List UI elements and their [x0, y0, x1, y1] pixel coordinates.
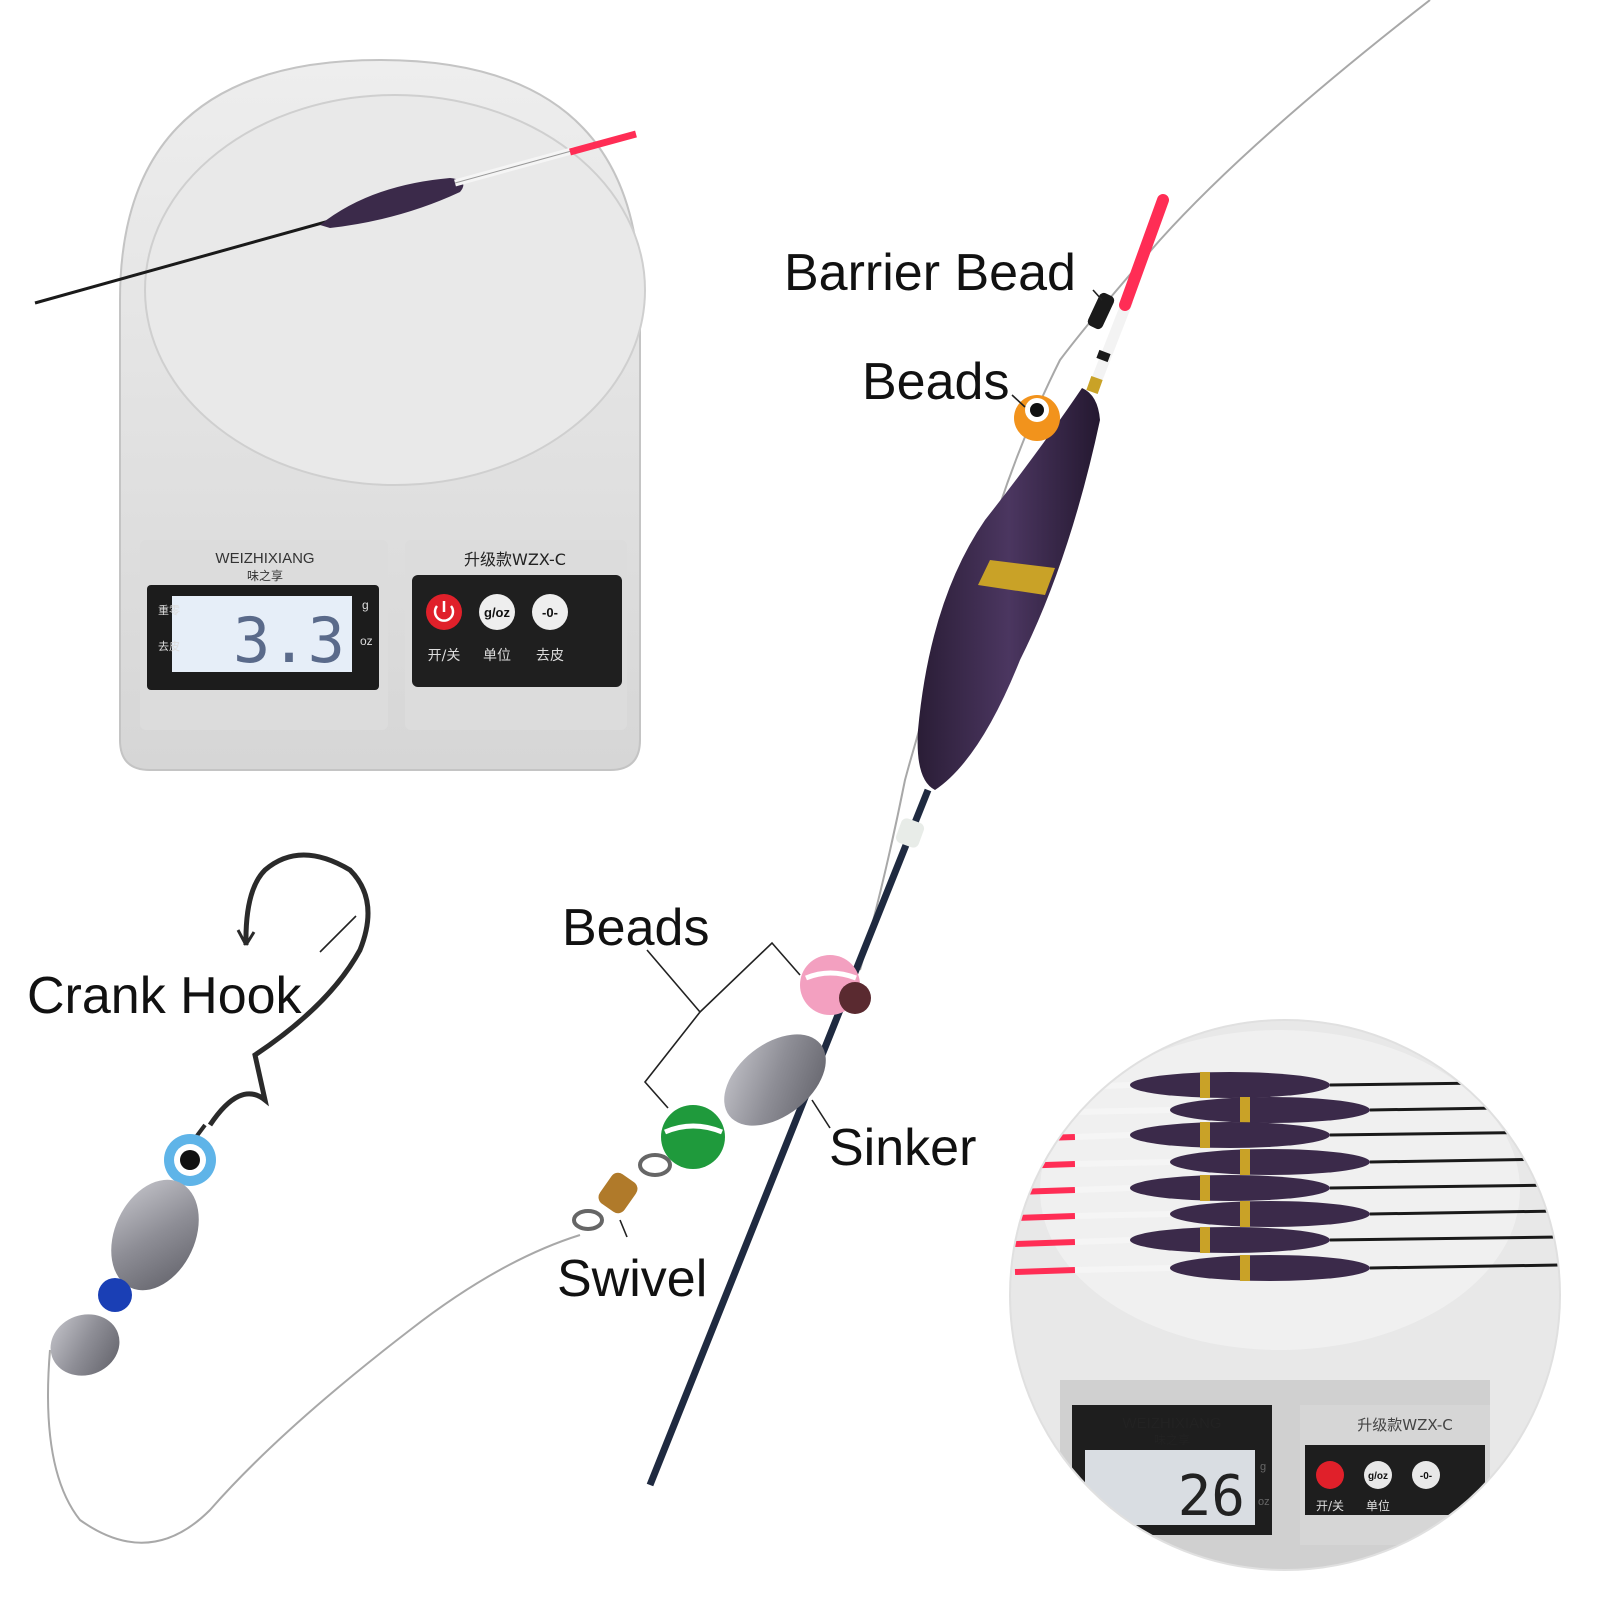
scale-reading: 3.3 [233, 604, 345, 677]
bead-eye-blue [164, 1134, 216, 1186]
inset-scale-unit-oz: oz [1258, 1496, 1270, 1508]
middle-rig [572, 955, 871, 1231]
digital-scale-top: WEIZHIXIANG 味之享 升级款WZX-C 重零 去皮 3.3 g oz … [34, 58, 646, 771]
inset-photo-circle: WEIZHIXIANG 味之享 26 g oz 升级款WZX-C g/oz -0… [1010, 1020, 1560, 1570]
inset-power-button [1316, 1461, 1344, 1489]
crank-hook-rig [50, 852, 371, 1376]
scale-brand-sub: 味之享 [247, 568, 283, 583]
scale-brand: WEIZHIXIANG [215, 550, 314, 567]
float-gold-band [978, 560, 1055, 595]
inset-scale-brand: WEIZHIXIANG [1122, 1415, 1221, 1432]
inset-label-unit: 单位 [1366, 1498, 1390, 1513]
label-crank-hook: Crank Hook [27, 967, 302, 1025]
label-beads-middle: Beads [562, 899, 710, 957]
float-main [646, 194, 1169, 1487]
scale-lcd [172, 596, 352, 672]
inset-unit-button-label: g/oz [1368, 1471, 1388, 1482]
inset-float [1014, 1255, 1560, 1281]
scale-model: 升级款WZX-C [464, 550, 566, 569]
float-tip [1119, 194, 1169, 311]
scale-weighing-plate [144, 94, 646, 486]
bead-orange [1014, 395, 1060, 441]
callout-lines [319, 289, 1103, 1238]
swivel [572, 1153, 672, 1231]
label-barrier-bead: Barrier Bead [784, 244, 1076, 302]
inset-scale-model: 升级款WZX-C [1357, 1416, 1453, 1434]
label-beads-top: Beads [862, 353, 1010, 411]
scale-label-power: 开/关 [428, 648, 461, 664]
inset-float [1014, 1227, 1560, 1253]
scale-unit-button[interactable] [479, 594, 515, 630]
inset-label-power: 开/关 [1316, 1499, 1344, 1513]
scale-side-peel: 去皮 [158, 640, 180, 653]
scale-unit-oz: oz [360, 634, 373, 648]
barrier-bead [1087, 292, 1115, 330]
inset-tare-button-label: -0- [1420, 1471, 1432, 1482]
float-on-scale [34, 130, 637, 305]
scale-label-unit: 单位 [483, 648, 511, 664]
inset-float [1014, 1149, 1560, 1175]
sinker-lead-small [50, 1314, 120, 1376]
inset-scale-unit-g: g [1260, 1461, 1266, 1473]
crank-hook [207, 852, 371, 1127]
label-sinker: Sinker [829, 1119, 977, 1177]
inset-scale-reading: 26 [1178, 1464, 1245, 1529]
inset-float [1014, 1201, 1560, 1227]
power-icon [433, 601, 455, 622]
bead-eye-dark-blue [98, 1278, 132, 1312]
inset-float-bundle [1014, 1072, 1560, 1281]
label-swivel: Swivel [557, 1250, 708, 1308]
inset-float [1014, 1175, 1560, 1201]
scale-tare-button[interactable] [532, 594, 568, 630]
scale-unit-g: g [362, 598, 369, 612]
scale-tare-button-label: -0- [542, 605, 558, 620]
scale-side-tare: 重零 [158, 603, 180, 617]
scale-button-panel [412, 575, 622, 687]
scale-label-tare: 去皮 [536, 648, 564, 664]
bead-green [661, 1105, 725, 1169]
scale-unit-button-label: g/oz [484, 605, 510, 620]
sinker-lead-large [111, 1179, 199, 1291]
inset-unit-button [1364, 1461, 1392, 1489]
float-stem [646, 788, 932, 1487]
sinker-lead [724, 1034, 826, 1126]
inset-scale-brand-sub: 味之享 [1154, 1432, 1190, 1447]
inset-tare-button [1412, 1461, 1440, 1489]
